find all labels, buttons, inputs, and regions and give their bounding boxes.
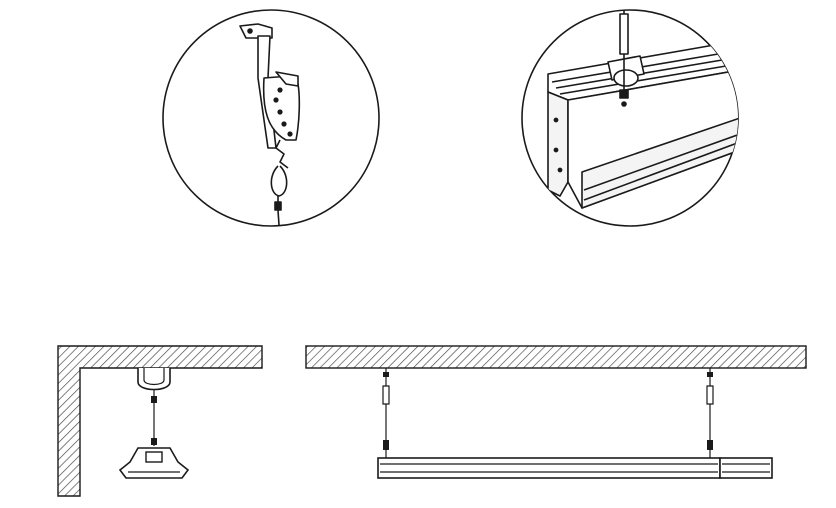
detail-fixture-mount [521, 9, 739, 227]
wall-ceiling-section [57, 345, 263, 497]
front-view-ceiling-suspension [305, 345, 807, 479]
mount-tab [239, 23, 273, 39]
bracket-top [275, 71, 299, 87]
linear-fixture [377, 457, 773, 479]
wire-clamp [274, 201, 282, 211]
suspension-right [706, 368, 714, 458]
mount-ring [613, 69, 639, 87]
u-bracket [137, 368, 171, 391]
suspension-left [382, 368, 390, 458]
wire [277, 209, 281, 226]
fixture-extension [719, 457, 773, 479]
ceiling-section [305, 345, 807, 369]
fixture-end-view [118, 447, 190, 479]
detail-bracket-hook [162, 9, 380, 227]
fixture-end-cap [547, 91, 569, 197]
side-view-wall-corner [57, 345, 263, 497]
bracket-body [262, 75, 301, 141]
spring-clip [275, 139, 289, 169]
suspension-stem [619, 13, 629, 55]
hook-loop [270, 165, 288, 197]
